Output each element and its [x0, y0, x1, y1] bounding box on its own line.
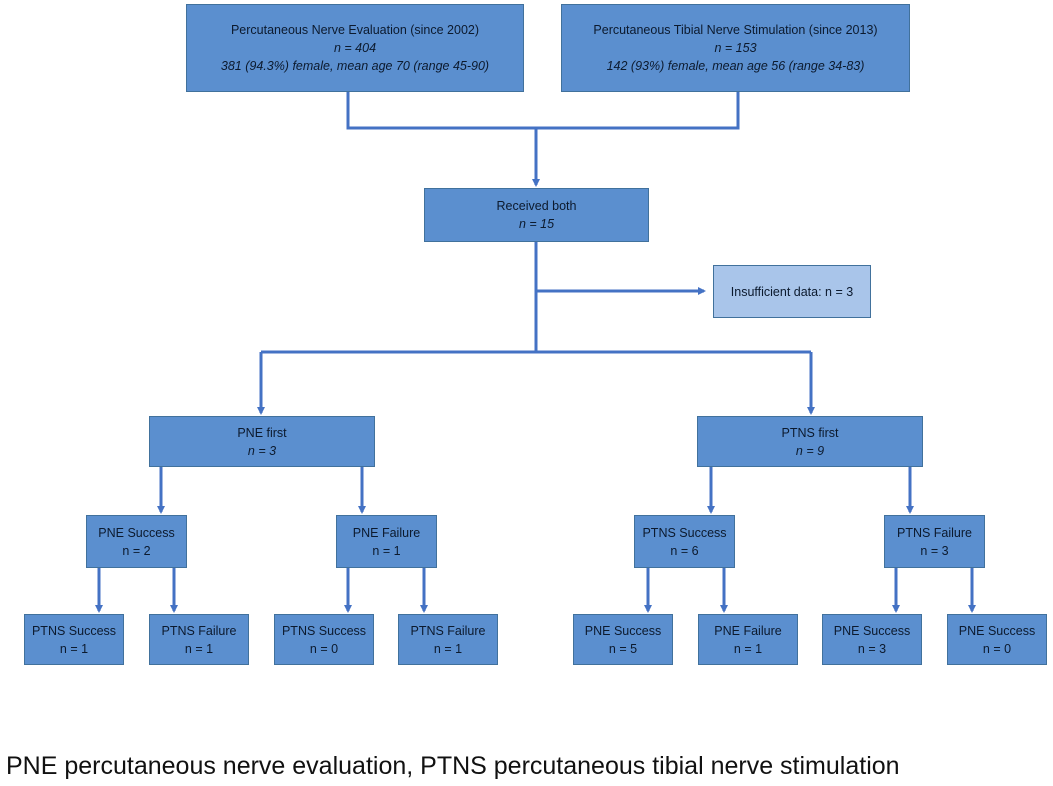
- leaf-box-5: PNE Success n = 5: [573, 614, 673, 665]
- pne-first-box: PNE first n = 3: [149, 416, 375, 467]
- ptns-success-box: PTNS Success n = 6: [634, 515, 735, 568]
- received-both-box: Received both n = 15: [424, 188, 649, 242]
- ptns-stimulation-title: Percutaneous Tibial Nerve Stimulation (s…: [593, 23, 878, 37]
- leaf-title: PNE Success: [833, 623, 911, 638]
- leaf-box-2: PTNS Failure n = 1: [149, 614, 249, 665]
- leaf-box-4: PTNS Failure n = 1: [398, 614, 498, 665]
- pne-failure-n: n = 1: [372, 543, 401, 558]
- ptns-failure-box: PTNS Failure n = 3: [884, 515, 985, 568]
- pne-evaluation-detail: 381 (94.3%) female, mean age 70 (range 4…: [220, 59, 490, 73]
- pne-evaluation-n: n = 404: [333, 41, 377, 55]
- ptns-failure-n: n = 3: [920, 543, 949, 558]
- leaf-title: PTNS Failure: [161, 623, 237, 638]
- pne-first-n: n = 3: [247, 443, 277, 458]
- leaf-n: n = 1: [184, 641, 214, 656]
- leaf-title: PTNS Success: [31, 623, 117, 638]
- ptns-stimulation-box: Percutaneous Tibial Nerve Stimulation (s…: [561, 4, 910, 92]
- insufficient-data-label: Insufficient data: n = 3: [730, 284, 854, 299]
- leaf-n: n = 1: [59, 641, 89, 656]
- leaf-n: n = 0: [982, 641, 1012, 656]
- leaf-box-6: PNE Failure n = 1: [698, 614, 798, 665]
- pne-success-box: PNE Success n = 2: [86, 515, 187, 568]
- leaf-title: PTNS Failure: [410, 623, 486, 638]
- ptns-first-n: n = 9: [795, 443, 825, 458]
- leaf-title: PNE Success: [584, 623, 662, 638]
- leaf-n: n = 1: [433, 641, 463, 656]
- leaf-title: PNE Success: [958, 623, 1036, 638]
- leaf-box-1: PTNS Success n = 1: [24, 614, 124, 665]
- leaf-title: PNE Failure: [714, 623, 782, 638]
- ptns-first-box: PTNS first n = 9: [697, 416, 923, 467]
- received-both-n: n = 15: [518, 217, 555, 231]
- ptns-failure-title: PTNS Failure: [896, 525, 973, 540]
- ptns-first-title: PTNS first: [781, 425, 839, 440]
- pne-evaluation-box: Percutaneous Nerve Evaluation (since 200…: [186, 4, 524, 92]
- leaf-box-3: PTNS Success n = 0: [274, 614, 374, 665]
- leaf-title: PTNS Success: [281, 623, 367, 638]
- received-both-title: Received both: [496, 199, 577, 213]
- pne-failure-box: PNE Failure n = 1: [336, 515, 437, 568]
- leaf-box-7: PNE Success n = 3: [822, 614, 922, 665]
- leaf-n: n = 5: [608, 641, 638, 656]
- insufficient-data-box: Insufficient data: n = 3: [713, 265, 871, 318]
- ptns-stimulation-detail: 142 (93%) female, mean age 56 (range 34-…: [606, 59, 865, 73]
- leaf-n: n = 3: [857, 641, 887, 656]
- pne-success-title: PNE Success: [98, 525, 175, 540]
- pne-evaluation-title: Percutaneous Nerve Evaluation (since 200…: [230, 23, 480, 37]
- pne-first-title: PNE first: [237, 425, 287, 440]
- pne-failure-title: PNE Failure: [352, 525, 421, 540]
- leaf-n: n = 0: [309, 641, 339, 656]
- leaf-n: n = 1: [733, 641, 763, 656]
- ptns-success-title: PTNS Success: [642, 525, 727, 540]
- merge-connector: [346, 92, 740, 130]
- figure-caption: PNE percutaneous nerve evaluation, PTNS …: [6, 752, 900, 780]
- leaf-box-8: PNE Success n = 0: [947, 614, 1047, 665]
- pne-success-n: n = 2: [122, 543, 151, 558]
- ptns-success-n: n = 6: [670, 543, 699, 558]
- ptns-stimulation-n: n = 153: [714, 41, 757, 55]
